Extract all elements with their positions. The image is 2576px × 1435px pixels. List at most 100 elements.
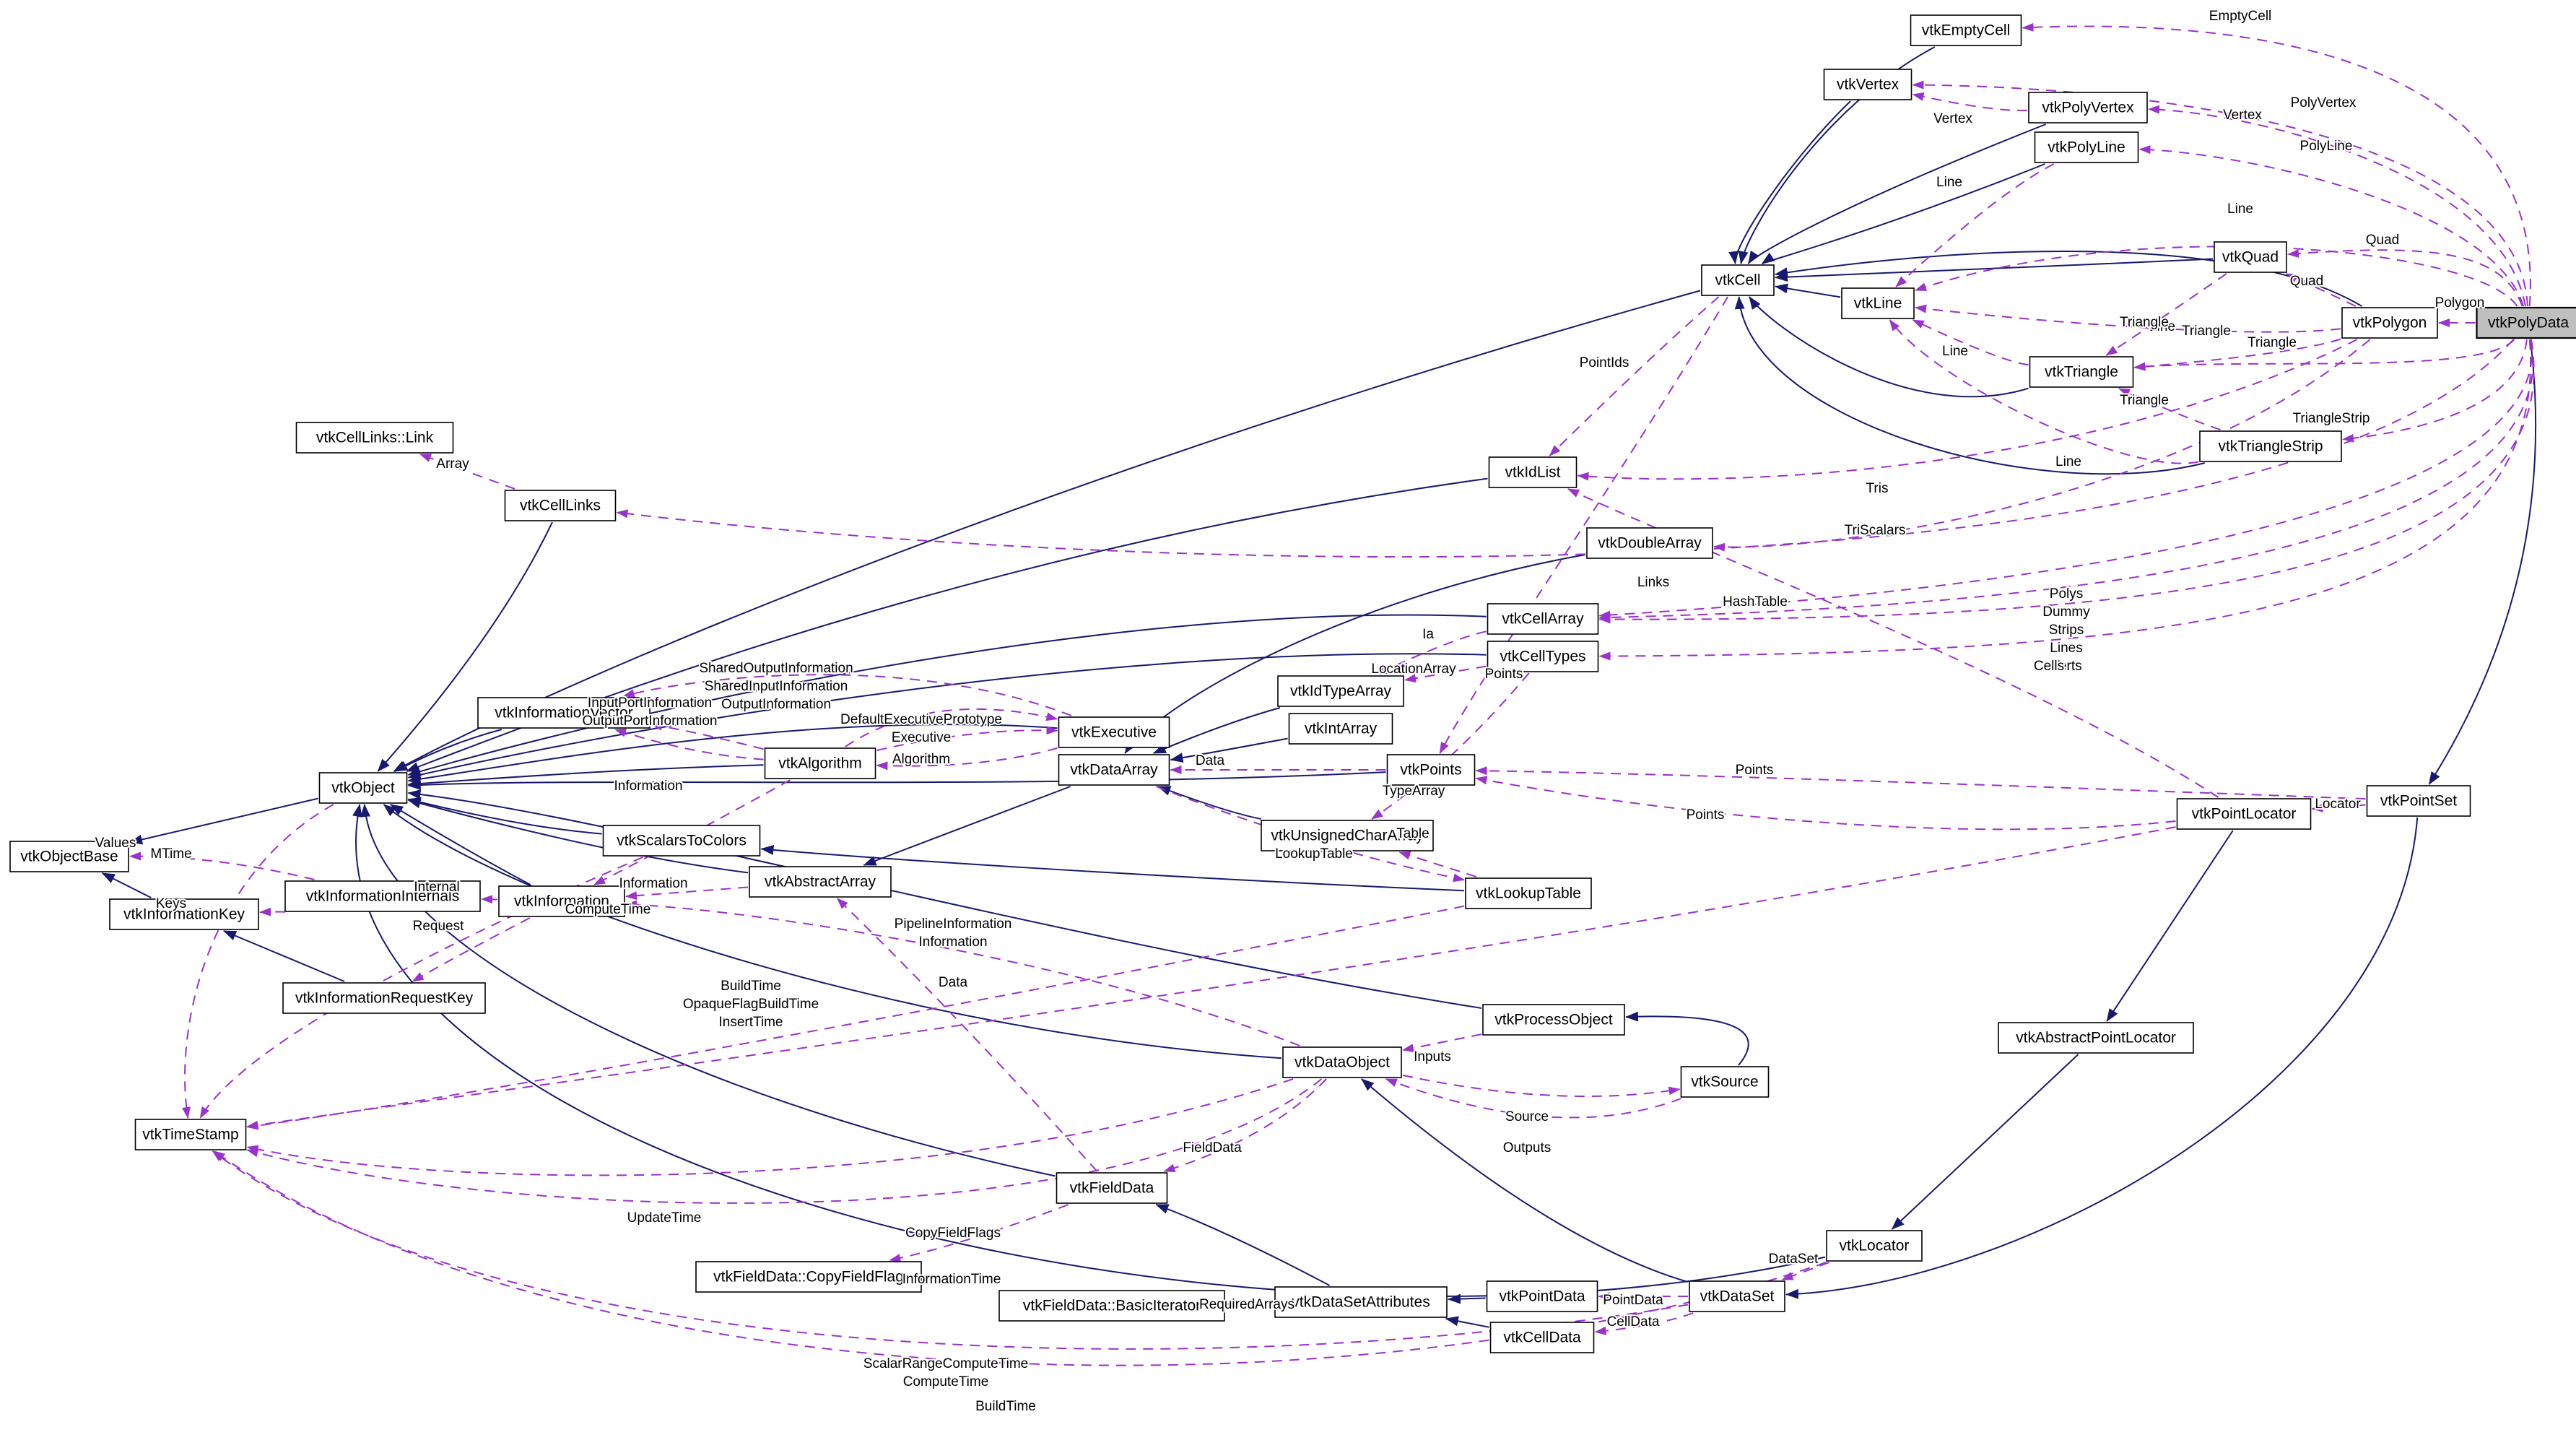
node-box-vtkFieldData::CopyFieldFlag[interactable] — [695, 1261, 922, 1293]
node-box-vtkPoints[interactable] — [1386, 754, 1476, 786]
node-box-vtkPointSet[interactable] — [2366, 785, 2471, 817]
node-box-vtkObject[interactable] — [318, 772, 408, 804]
node-vtkLocator[interactable]: vtkLocator — [1826, 1230, 1923, 1262]
node-box-vtkInformation[interactable] — [498, 885, 625, 917]
node-box-vtkLookupTable[interactable] — [1465, 877, 1592, 909]
node-vtkScalarsToColors[interactable]: vtkScalarsToColors — [602, 825, 761, 857]
node-box-vtkAlgorithm[interactable] — [764, 747, 876, 779]
node-box-vtkInformationKey[interactable] — [109, 898, 259, 930]
node-box-vtkAbstractArray[interactable] — [749, 866, 892, 898]
node-vtkVertex[interactable]: vtkVertex — [1823, 69, 1913, 100]
node-box-vtkEmptyCell[interactable] — [1910, 14, 2022, 46]
node-box-vtkIdList[interactable] — [1488, 456, 1578, 488]
node-box-vtkVertex[interactable] — [1823, 69, 1913, 100]
node-vtkAlgorithm[interactable]: vtkAlgorithm — [764, 747, 876, 779]
node-box-vtkDataSet[interactable] — [1689, 1280, 1785, 1312]
node-vtkDataObject[interactable]: vtkDataObject — [1282, 1046, 1402, 1078]
node-vtkProcessObject[interactable]: vtkProcessObject — [1482, 1004, 1625, 1036]
node-vtkCell[interactable]: vtkCell — [1701, 264, 1775, 296]
node-vtkInformationKey[interactable]: vtkInformationKey — [109, 898, 259, 930]
node-vtkCellArray[interactable]: vtkCellArray — [1487, 603, 1599, 635]
node-box-vtkScalarsToColors[interactable] — [602, 825, 761, 857]
node-box-vtkDoubleArray[interactable] — [1586, 527, 1713, 559]
node-box-vtkCellData[interactable] — [1489, 1322, 1595, 1353]
node-vtkTimeStamp[interactable]: vtkTimeStamp — [134, 1119, 247, 1150]
node-vtkSource[interactable]: vtkSource — [1680, 1066, 1770, 1098]
node-box-vtkDataSetAttributes[interactable] — [1274, 1286, 1448, 1318]
node-box-vtkPolygon[interactable] — [2341, 307, 2438, 339]
node-vtkCellLinks::Link[interactable]: vtkCellLinks::Link — [295, 422, 454, 454]
node-box-vtkPointLocator[interactable] — [2176, 798, 2312, 830]
node-vtkInformation[interactable]: vtkInformation — [498, 885, 625, 917]
node-box-vtkInformationRequestKey[interactable] — [282, 982, 486, 1014]
node-vtkPoints[interactable]: vtkPoints — [1386, 754, 1476, 786]
node-box-vtkCellArray[interactable] — [1487, 603, 1599, 635]
node-box-vtkPolyVertex[interactable] — [2028, 92, 2148, 123]
node-box-vtkTriangleStrip[interactable] — [2199, 430, 2342, 462]
node-box-vtkCellLinks::Link[interactable] — [295, 422, 454, 454]
node-vtkObjectBase[interactable]: vtkObjectBase — [9, 841, 129, 872]
node-vtkExecutive[interactable]: vtkExecutive — [1058, 716, 1170, 748]
node-box-vtkCellLinks[interactable] — [504, 490, 617, 521]
node-box-vtkPolyLine[interactable] — [2034, 131, 2139, 163]
node-vtkTriangleStrip[interactable]: vtkTriangleStrip — [2199, 430, 2342, 462]
node-box-vtkTriangle[interactable] — [2029, 356, 2134, 388]
node-box-vtkInformationInternals[interactable] — [284, 880, 481, 912]
edge-label-Array: Array — [436, 456, 469, 472]
node-box-vtkInformationVector[interactable] — [477, 697, 650, 729]
node-vtkIdList[interactable]: vtkIdList — [1488, 456, 1578, 488]
node-vtkInformationInternals[interactable]: vtkInformationInternals — [284, 880, 481, 912]
node-vtkAbstractArray[interactable]: vtkAbstractArray — [749, 866, 892, 898]
node-box-vtkAbstractPointLocator[interactable] — [1998, 1022, 2194, 1054]
node-box-vtkFieldData[interactable] — [1056, 1172, 1168, 1204]
node-vtkCellTypes[interactable]: vtkCellTypes — [1487, 641, 1599, 672]
node-vtkPointData[interactable]: vtkPointData — [1486, 1280, 1598, 1312]
node-vtkFieldData::BasicIterator[interactable]: vtkFieldData::BasicIterator — [998, 1290, 1225, 1322]
node-vtkInformationRequestKey[interactable]: vtkInformationRequestKey — [282, 982, 486, 1014]
node-vtkAbstractPointLocator[interactable]: vtkAbstractPointLocator — [1998, 1022, 2194, 1054]
node-vtkLine[interactable]: vtkLine — [1841, 287, 1915, 319]
node-vtkIntArray[interactable]: vtkIntArray — [1288, 713, 1393, 745]
node-box-vtkCell[interactable] — [1701, 264, 1775, 296]
node-vtkIdTypeArray[interactable]: vtkIdTypeArray — [1277, 675, 1404, 707]
node-vtkObject[interactable]: vtkObject — [318, 772, 408, 804]
node-box-vtkDataArray[interactable] — [1058, 754, 1170, 786]
node-box-vtkLocator[interactable] — [1826, 1230, 1923, 1262]
node-box-vtkPointData[interactable] — [1486, 1280, 1598, 1312]
node-vtkUnsignedCharArray[interactable]: vtkUnsignedCharArray — [1261, 820, 1434, 851]
node-vtkPolyVertex[interactable]: vtkPolyVertex — [2028, 92, 2148, 123]
node-vtkDataSetAttributes[interactable]: vtkDataSetAttributes — [1274, 1286, 1448, 1318]
node-label-vtkEmptyCell: vtkEmptyCell — [1922, 22, 2011, 39]
node-vtkDataArray[interactable]: vtkDataArray — [1058, 754, 1170, 786]
node-box-vtkLine[interactable] — [1841, 287, 1915, 319]
node-vtkInformationVector[interactable]: vtkInformationVector — [477, 697, 650, 729]
node-box-vtkObjectBase[interactable] — [9, 841, 129, 872]
node-box-vtkDataObject[interactable] — [1282, 1046, 1402, 1078]
node-vtkCellLinks[interactable]: vtkCellLinks — [504, 490, 617, 521]
node-box-vtkQuad[interactable] — [2214, 241, 2287, 273]
node-vtkEmptyCell[interactable]: vtkEmptyCell — [1910, 14, 2022, 46]
node-box-vtkProcessObject[interactable] — [1482, 1004, 1625, 1036]
node-vtkPointSet[interactable]: vtkPointSet — [2366, 785, 2471, 817]
node-vtkFieldData[interactable]: vtkFieldData — [1056, 1172, 1168, 1204]
node-vtkQuad[interactable]: vtkQuad — [2214, 241, 2287, 273]
node-vtkLookupTable[interactable]: vtkLookupTable — [1465, 877, 1592, 909]
node-vtkDataSet[interactable]: vtkDataSet — [1689, 1280, 1785, 1312]
node-box-vtkIdTypeArray[interactable] — [1277, 675, 1404, 707]
node-box-vtkCellTypes[interactable] — [1487, 641, 1599, 672]
node-vtkPointLocator[interactable]: vtkPointLocator — [2176, 798, 2312, 830]
node-vtkTriangle[interactable]: vtkTriangle — [2029, 356, 2134, 388]
node-box-vtkUnsignedCharArray[interactable] — [1261, 820, 1434, 851]
node-vtkCellData[interactable]: vtkCellData — [1489, 1322, 1595, 1353]
node-box-vtkExecutive[interactable] — [1058, 716, 1170, 748]
node-box-vtkTimeStamp[interactable] — [134, 1119, 247, 1150]
node-vtkPolyLine[interactable]: vtkPolyLine — [2034, 131, 2139, 163]
edge-use-vtkInformationInternals-to-vtkObjectBase — [129, 851, 315, 880]
node-vtkFieldData::CopyFieldFlag[interactable]: vtkFieldData::CopyFieldFlag — [695, 1261, 922, 1293]
node-box-vtkFieldData::BasicIterator[interactable] — [998, 1290, 1225, 1322]
node-vtkPolygon[interactable]: vtkPolygon — [2341, 307, 2438, 339]
node-vtkDoubleArray[interactable]: vtkDoubleArray — [1586, 527, 1713, 559]
node-box-vtkIntArray[interactable] — [1288, 713, 1393, 745]
node-box-vtkSource[interactable] — [1680, 1066, 1770, 1098]
edge-inherit-vtkPointLocator-to-vtkAbstractPointLocator — [2106, 830, 2234, 1022]
